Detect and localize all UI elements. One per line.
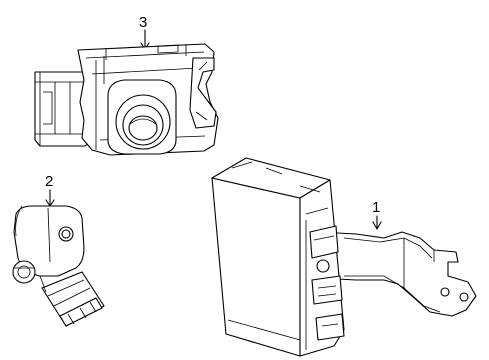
bracket-clip (189, 57, 217, 129)
module-bracket (317, 231, 477, 317)
callout-2: 2 (45, 173, 53, 190)
callout-3: 3 (139, 14, 147, 31)
connector-stub (12, 260, 36, 284)
sensor-face (128, 115, 158, 141)
mounting-hole-inner (61, 229, 71, 239)
module-connector-slot (309, 225, 339, 259)
callout-1: 1 (372, 199, 380, 216)
bracket-hole-2 (459, 292, 469, 302)
module-front-face (211, 177, 301, 357)
part-1-control-module: 1 (211, 157, 477, 357)
part-2-sensor: 2 (12, 173, 105, 327)
module-screw (316, 259, 330, 273)
part-3-parking-sensor: 3 (34, 14, 219, 156)
module-latch (315, 313, 345, 341)
leader-arrow-1 (372, 221, 382, 230)
module-port (311, 275, 343, 305)
bracket-hole-1 (440, 287, 450, 297)
